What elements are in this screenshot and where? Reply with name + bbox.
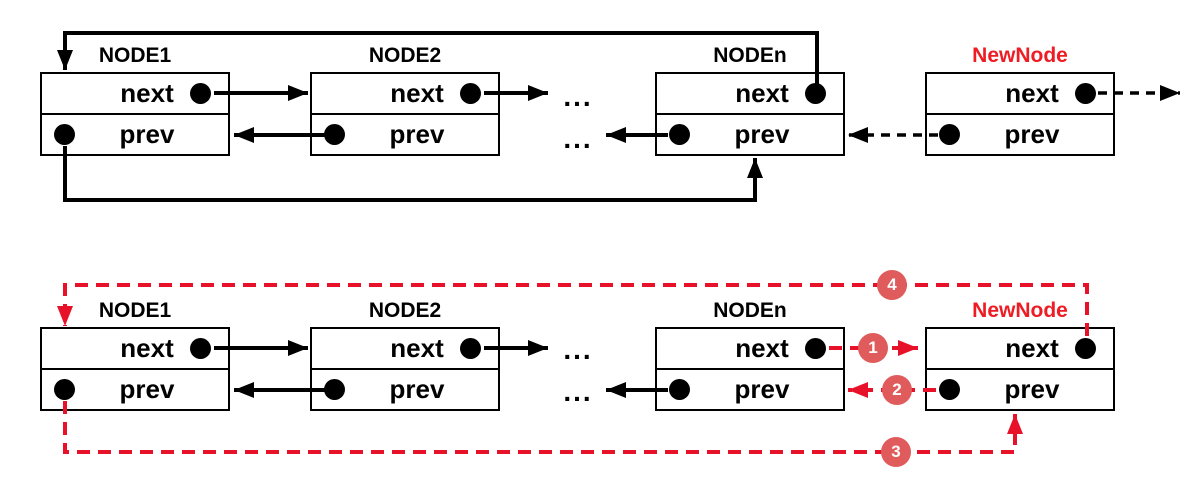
bottom-noden-label: NODEn: [713, 299, 787, 322]
next-pointer-row: next: [657, 74, 843, 115]
step-badge-4: 4: [877, 270, 907, 300]
next-pointer-label: next: [390, 333, 444, 363]
next-pointer-row: next: [312, 74, 498, 115]
prev-pointer-label: prev: [1004, 119, 1060, 149]
next-pointer-dot: [805, 338, 826, 359]
prev-pointer-label: prev: [389, 119, 445, 149]
next-pointer-dot: [460, 83, 481, 104]
prev-pointer-label: prev: [119, 119, 175, 149]
next-pointer-row: next: [657, 329, 843, 370]
top-node2: NODE2 next prev: [310, 44, 500, 156]
step-badge-2: 2: [882, 375, 912, 405]
bottom-ellipsis-prev: ...: [563, 376, 593, 407]
prev-pointer-row: prev: [657, 115, 843, 154]
next-pointer-dot: [1075, 338, 1096, 359]
bottom-node1: NODE1 next prev: [40, 299, 230, 411]
next-pointer-label: next: [735, 78, 789, 108]
prev-pointer-dot: [54, 124, 75, 145]
next-pointer-label: next: [1005, 333, 1059, 363]
bottom-node1-label: NODE1: [98, 299, 172, 322]
next-pointer-label: next: [120, 333, 174, 363]
prev-pointer-dot: [939, 124, 960, 145]
next-pointer-label: next: [1005, 78, 1059, 108]
prev-pointer-label: prev: [1004, 374, 1060, 404]
next-pointer-label: next: [390, 78, 444, 108]
next-pointer-dot: [190, 83, 211, 104]
prev-pointer-dot: [669, 379, 690, 400]
bottom-noden: NODEn next prev: [655, 299, 845, 411]
top-node1: NODE1 next prev: [40, 44, 230, 156]
top-ellipsis-prev: ...: [563, 123, 593, 154]
prev-pointer-label: prev: [734, 119, 790, 149]
prev-pointer-dot: [939, 379, 960, 400]
top-ellipsis-next: ...: [563, 81, 593, 112]
prev-pointer-row: prev: [927, 370, 1113, 409]
prev-pointer-row: prev: [657, 370, 843, 409]
next-pointer-label: next: [735, 333, 789, 363]
next-pointer-row: next: [42, 74, 228, 115]
prev-pointer-dot: [54, 379, 75, 400]
next-pointer-dot: [1075, 83, 1096, 104]
top-node2-label: NODE2: [368, 44, 442, 67]
prev-pointer-dot: [324, 379, 345, 400]
prev-pointer-dot: [324, 124, 345, 145]
top-noden-label: NODEn: [713, 44, 787, 67]
top-noden: NODEn next prev: [655, 44, 845, 156]
prev-pointer-label: prev: [389, 374, 445, 404]
top-node1-label: NODE1: [98, 44, 172, 67]
prev-pointer-row: prev: [42, 370, 228, 409]
prev-pointer-row: prev: [927, 115, 1113, 154]
prev-pointer-label: prev: [734, 374, 790, 404]
bottom-node2: NODE2 next prev: [310, 299, 500, 411]
next-pointer-row: next: [312, 329, 498, 370]
next-pointer-row: next: [927, 74, 1113, 115]
next-pointer-dot: [805, 83, 826, 104]
next-pointer-dot: [460, 338, 481, 359]
next-pointer-row: next: [42, 329, 228, 370]
top-newnode-label: NewNode: [972, 44, 1068, 67]
step-badge-1: 1: [858, 333, 888, 363]
next-pointer-label: next: [120, 78, 174, 108]
next-pointer-dot: [190, 338, 211, 359]
step-badge-3: 3: [881, 437, 911, 467]
prev-pointer-dot: [669, 124, 690, 145]
next-pointer-row: next: [927, 329, 1113, 370]
prev-pointer-row: prev: [42, 115, 228, 154]
prev-pointer-label: prev: [119, 374, 175, 404]
bottom-newnode-label: NewNode: [972, 299, 1068, 322]
bottom-ellipsis-next: ...: [563, 334, 593, 365]
prev-pointer-row: prev: [312, 115, 498, 154]
top-newnode: NewNode next prev: [925, 44, 1115, 156]
bottom-newnode: NewNode next prev: [925, 299, 1115, 411]
prev-pointer-row: prev: [312, 370, 498, 409]
bottom-node2-label: NODE2: [368, 299, 442, 322]
